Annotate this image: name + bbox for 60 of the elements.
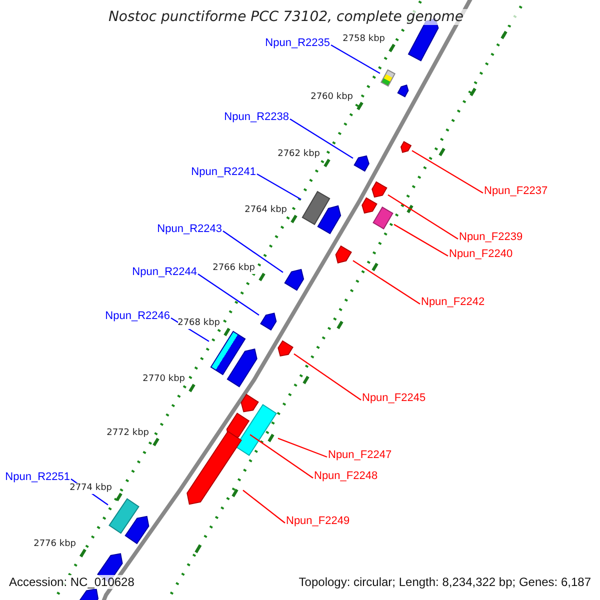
gene-block — [400, 140, 412, 154]
gene-block — [361, 196, 378, 215]
gene-block — [380, 68, 396, 88]
gene-block — [226, 348, 258, 388]
gene-label: Npun_F2240 — [449, 247, 513, 261]
gene-label: Npun_R2241 — [191, 165, 256, 179]
scale-label: 2762 kbp — [278, 149, 320, 160]
gene-block — [108, 497, 140, 535]
leader-line — [242, 490, 286, 524]
gene-label: Npun_R2238 — [224, 110, 289, 124]
gene-label: Npun_F2249 — [286, 514, 350, 528]
leader-line — [290, 118, 354, 159]
gene-block — [372, 206, 394, 230]
gene-block — [301, 190, 331, 226]
gene-block — [186, 430, 243, 506]
gene-label: Npun_R2243 — [157, 222, 222, 236]
gene-label: Npun_F2247 — [328, 448, 392, 462]
leader-line — [330, 44, 380, 74]
gene-block — [259, 312, 278, 331]
scale-label: 2760 kbp — [310, 92, 353, 103]
gene-block — [334, 245, 353, 264]
leader-line — [352, 260, 420, 304]
footer-text: Topology: circular; Length: 8,234,322 bp; Genes: 6,187 — [298, 575, 591, 589]
scale-label: 2764 kbp — [244, 205, 287, 216]
gene-label: Npun_R2235 — [265, 36, 330, 50]
scale-label: 2768 kbp — [178, 318, 220, 329]
gene-block — [353, 154, 370, 173]
leader-line — [222, 230, 284, 273]
leader-line — [256, 173, 302, 200]
leader-line — [198, 274, 260, 316]
gene-block — [209, 330, 247, 376]
gene-label: Npun_R2244 — [132, 265, 197, 279]
gene-block — [124, 515, 150, 545]
scale-label: 2772 kbp — [106, 428, 149, 439]
gene-block — [283, 268, 305, 292]
footer-text: Accession: NC_010628 — [9, 575, 134, 589]
leader-line — [250, 434, 314, 478]
gene-block — [234, 403, 278, 457]
gene-block — [240, 393, 260, 413]
gene-block — [371, 180, 388, 199]
leader-line — [412, 150, 484, 194]
scale-label: 2776 kbp — [34, 539, 76, 550]
gene-label: Npun_R2246 — [105, 309, 170, 323]
gene-label: Npun_F2248 — [314, 469, 378, 483]
leader-line — [278, 438, 328, 458]
gene-label: Npun_R2251 — [5, 470, 70, 484]
scale-label: 2758 kbp — [342, 34, 385, 45]
gene-block — [277, 339, 294, 357]
leader-line — [294, 353, 362, 400]
leader-line — [388, 194, 458, 240]
gene-label: Npun_F2245 — [362, 391, 426, 405]
gene-label: Npun_F2237 — [484, 184, 548, 198]
scale-label: 2774 kbp — [70, 483, 112, 494]
gene-block — [316, 204, 342, 235]
gene-label: Npun_F2242 — [421, 295, 485, 309]
scale-label: 2770 kbp — [142, 374, 185, 385]
gene-block — [396, 84, 410, 98]
gene-label: Npun_F2239 — [459, 230, 523, 244]
leader-line — [394, 224, 448, 257]
scale-label: 2766 kbp — [212, 263, 255, 274]
